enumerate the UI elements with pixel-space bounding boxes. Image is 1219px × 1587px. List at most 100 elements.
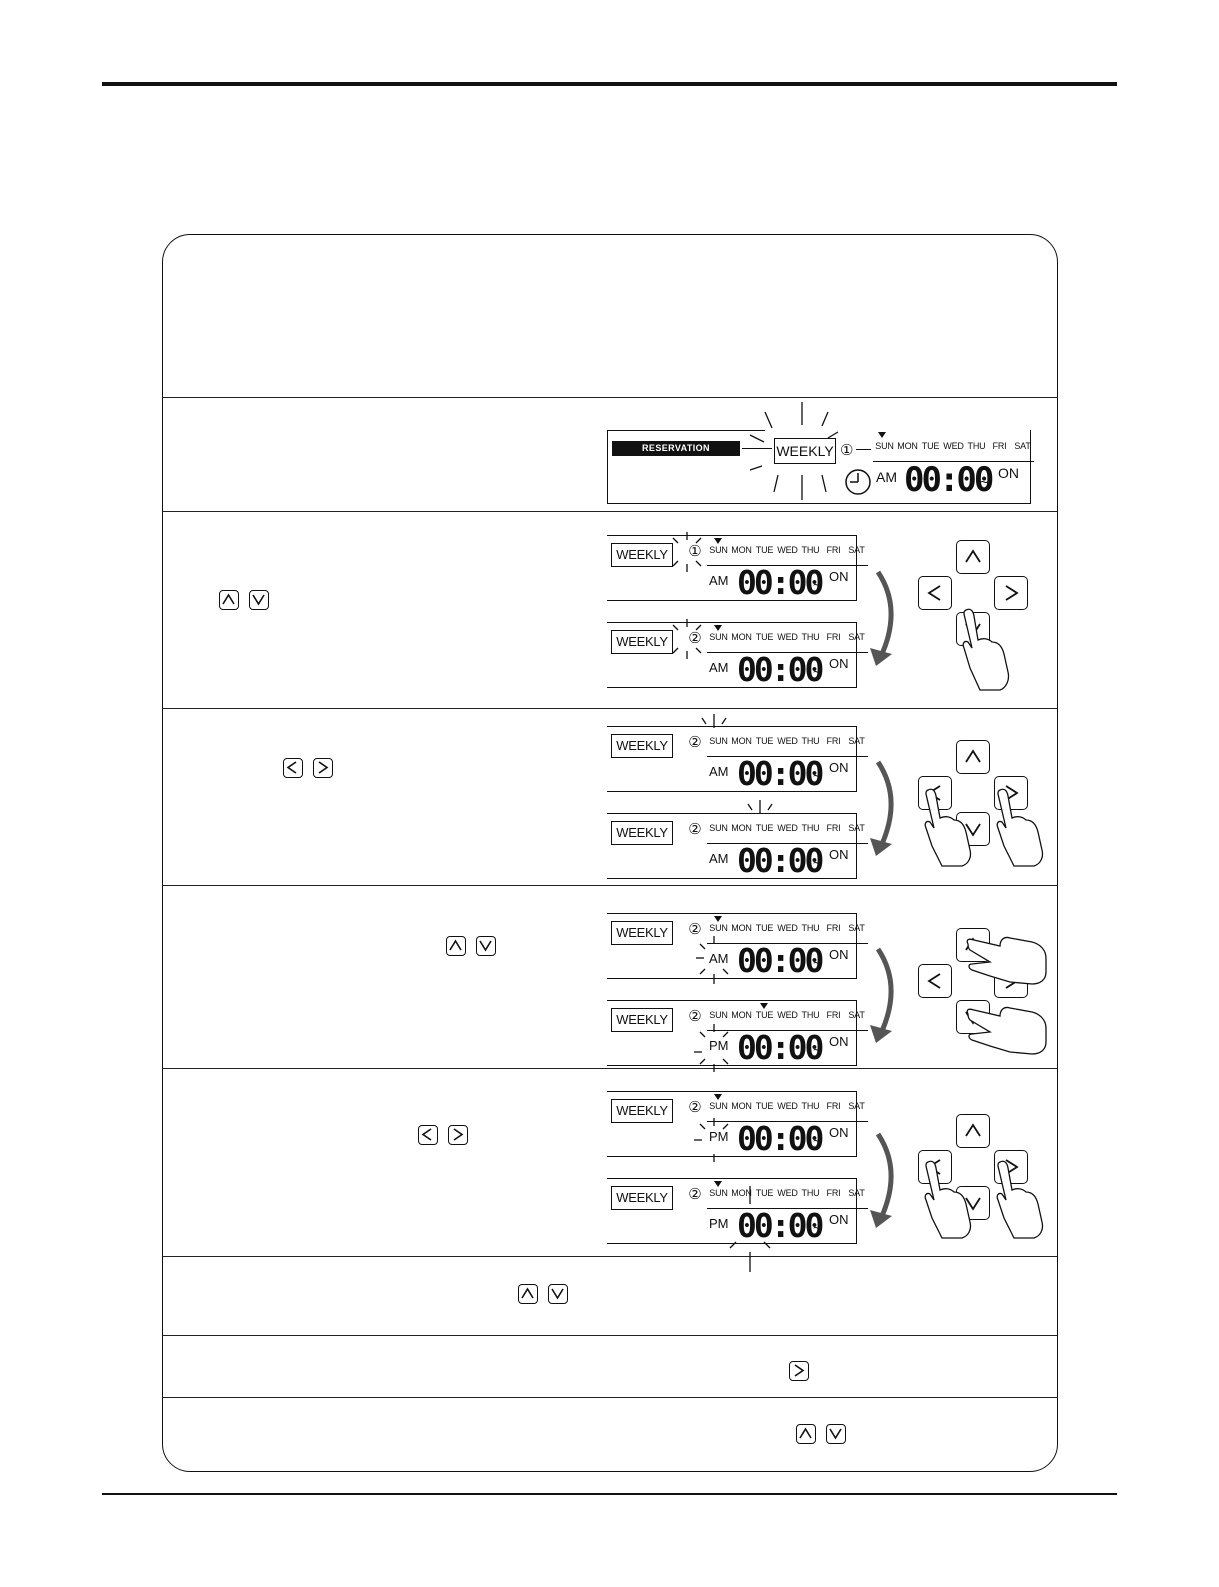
up-arrow-button-icon (956, 1114, 990, 1148)
am-indicator: AM (709, 660, 729, 675)
row-divider (163, 511, 1057, 512)
footer-rule (102, 1493, 1117, 1495)
on-indicator: ON (829, 569, 849, 584)
pointing-hand-icon (924, 788, 972, 867)
row-divider (163, 708, 1057, 709)
pm-indicator: PM (709, 1129, 729, 1144)
curved-down-arrow-icon (870, 947, 894, 1043)
program-number: ② (688, 734, 702, 751)
time-display: 00:00 (904, 460, 994, 500)
row-divider (163, 1335, 1057, 1336)
row-divider (163, 1397, 1057, 1398)
left-button-icon (418, 1125, 438, 1145)
tilde: ~ (813, 1133, 822, 1149)
row-divider (163, 397, 1057, 398)
on-indicator: ON (829, 656, 849, 671)
direction-pad (914, 536, 1034, 656)
weekly-indicator: WEEKLY (611, 1099, 673, 1123)
weekly-indicator: WEEKLY (611, 543, 673, 567)
weekly-indicator: WEEKLY (611, 921, 673, 945)
time-display: 00:00 (737, 563, 824, 602)
day-sat: SAT (1014, 441, 1031, 451)
down-button-icon (249, 590, 269, 610)
am-indicator: AM (709, 573, 729, 588)
am-indicator: AM (876, 469, 897, 485)
flash-rays (729, 1186, 771, 1272)
program-number: ② (688, 921, 702, 938)
curved-down-arrow-icon (870, 760, 894, 856)
weekly-indicator: WEEKLY (611, 630, 673, 654)
direction-pad (914, 736, 1034, 856)
program-number: ② (688, 1008, 702, 1025)
up-button-icon (446, 936, 466, 956)
up-button-icon (796, 1424, 816, 1444)
row-divider (163, 885, 1057, 886)
day-sun: SUN (875, 441, 894, 451)
program-number: ② (688, 630, 702, 647)
tilde: ~ (813, 855, 822, 871)
pm-indicator: PM (709, 1216, 729, 1231)
day-mon: MON (897, 441, 918, 451)
left-button-icon (283, 758, 303, 778)
weekly-indicator: WEEKLY (774, 438, 836, 464)
on-indicator: ON (829, 1212, 849, 1227)
flash-rays (672, 619, 702, 659)
tilde: ~ (813, 768, 822, 784)
program-number: ② (688, 1099, 702, 1116)
down-button-icon (548, 1284, 568, 1304)
up-button-icon (518, 1284, 538, 1304)
flash-rays (694, 1118, 729, 1162)
weekly-indicator: WEEKLY (611, 734, 673, 758)
pointing-hand-icon (962, 608, 1010, 691)
down-button-icon (826, 1424, 846, 1444)
flash-rays (747, 800, 773, 814)
right-arrow-button-icon (994, 576, 1028, 610)
tilde: ~ (813, 1220, 822, 1236)
weekly-indicator: WEEKLY (611, 1008, 673, 1032)
pointing-hand-icon (996, 788, 1044, 867)
tilde: ~ (813, 955, 822, 971)
program-number: ② (688, 821, 702, 838)
header-rule (102, 82, 1117, 86)
flash-rays (749, 402, 839, 500)
day-thu: THU (967, 441, 986, 451)
on-indicator: ON (829, 847, 849, 862)
time-display: 00:00 (737, 841, 824, 880)
pointing-hand-icon (924, 1160, 972, 1239)
time-display: 00:00 (737, 754, 824, 793)
down-button-icon (476, 936, 496, 956)
flash-rays (694, 1024, 729, 1072)
right-button-icon (789, 1361, 809, 1381)
left-arrow-button-icon (918, 964, 952, 998)
time-display: 00:00 (737, 1206, 824, 1245)
am-indicator: AM (709, 951, 729, 966)
am-indicator: AM (709, 764, 729, 779)
up-arrow-button-icon (956, 540, 990, 574)
on-indicator: ON (829, 760, 849, 775)
flash-rays (696, 936, 729, 984)
tilde: ~ (813, 577, 822, 593)
on-indicator: ON (998, 465, 1019, 481)
pointing-hand-icon (966, 936, 1047, 985)
up-button-icon (219, 590, 239, 610)
instruction-panel (162, 234, 1058, 1472)
time-display: 00:00 (737, 650, 824, 689)
tilde: ~ (980, 474, 989, 490)
pointing-hand-icon (996, 1160, 1044, 1239)
curved-down-arrow-icon (870, 1132, 894, 1228)
flash-rays (701, 714, 727, 728)
pm-indicator: PM (709, 1038, 729, 1053)
time-display: 00:00 (737, 1119, 824, 1158)
